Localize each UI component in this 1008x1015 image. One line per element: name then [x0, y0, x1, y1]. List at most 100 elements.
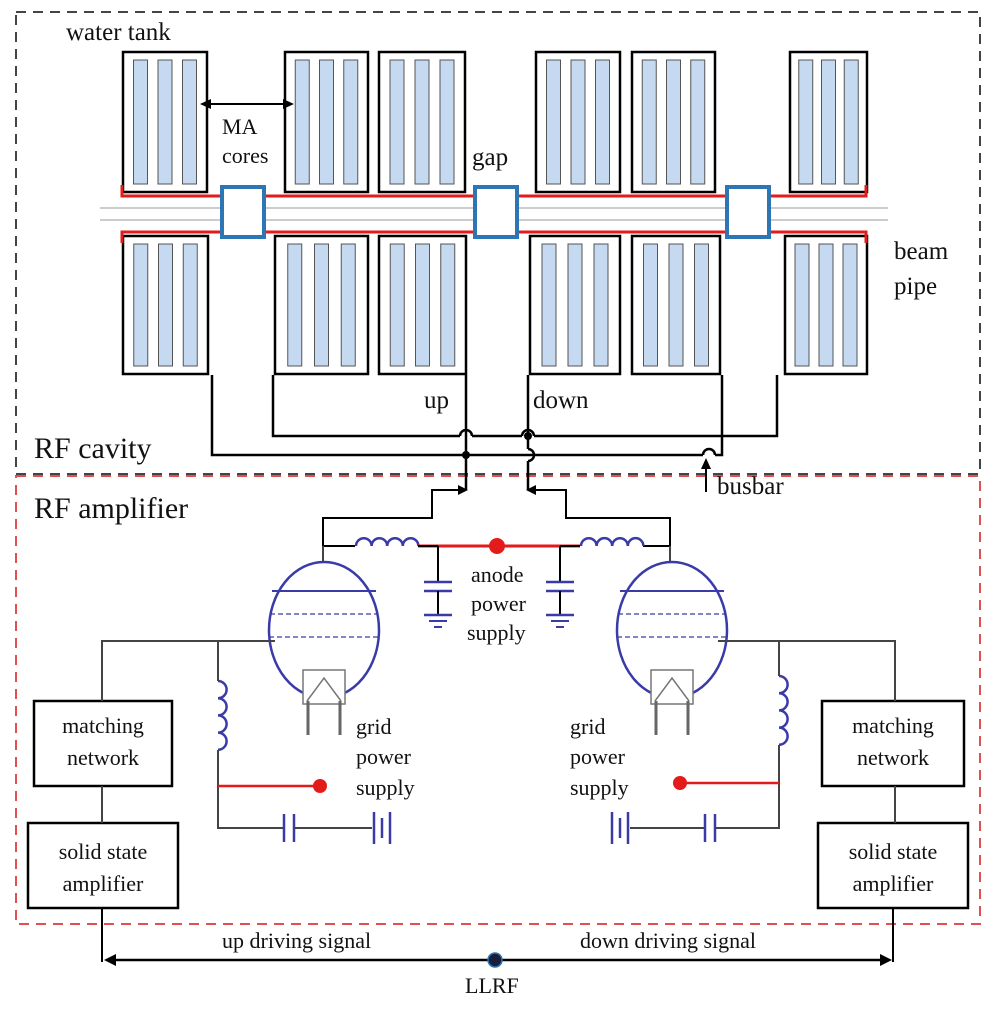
beam-pipe-label-2: pipe: [894, 273, 937, 300]
down-label: down: [533, 387, 589, 414]
ma-core: [821, 59, 836, 185]
ma-core: [133, 243, 149, 367]
llrf-label: LLRF: [465, 973, 519, 998]
ma-core: [314, 243, 329, 367]
amplifier-chain-boxes: [26, 699, 970, 910]
grid-supply-left-label-1: grid: [356, 714, 391, 739]
ma-core: [798, 59, 814, 185]
ma-core: [843, 59, 859, 185]
ma-core: [343, 59, 359, 185]
ma-core: [641, 59, 657, 185]
ma-core: [794, 243, 810, 367]
busbar-label: busbar: [717, 473, 784, 500]
grid-supply-node-right: [673, 776, 687, 790]
ma-core: [133, 59, 148, 185]
water-tank-label: water tank: [66, 19, 171, 46]
anode-inductor-right: [579, 537, 645, 547]
ma-core: [643, 243, 658, 367]
core-group-4: [534, 50, 622, 194]
ma-core: [340, 243, 356, 367]
ma-cores-label-1: MA: [222, 114, 258, 139]
matching-network-right-label-2: network: [857, 745, 929, 770]
core-group-5: [630, 50, 717, 194]
anode-power-wiring: [418, 538, 580, 582]
gap-label: gap: [472, 144, 508, 171]
grid-inductor-left: [217, 679, 228, 752]
anode-supply-label-1: anode: [471, 562, 524, 587]
grid-inductor-right: [778, 674, 789, 747]
solid-state-amplifier-left: [26, 821, 180, 910]
vacuum-tube-right: [615, 560, 729, 735]
core-group-2: [283, 50, 370, 194]
core-group-3: [377, 50, 467, 194]
ma-core: [182, 243, 198, 367]
driving-signal-line: [101, 908, 894, 968]
ssa-right-label-1: solid state: [849, 839, 938, 864]
anode-supply-node: [489, 538, 505, 554]
ma-core: [415, 243, 430, 367]
anode-inductor-left: [354, 537, 420, 547]
down-driving-signal-label: down driving signal: [580, 928, 756, 953]
core-group-1: [121, 50, 209, 194]
rf-cavity-region: [15, 11, 981, 475]
ma-core: [157, 59, 173, 185]
busbar-wiring: [210, 375, 779, 490]
ma-core: [414, 59, 430, 185]
up-label: up: [424, 387, 449, 414]
ssa-left-label-2: amplifier: [63, 871, 144, 896]
busbar-node-down: [524, 432, 532, 440]
core-group-10: [528, 234, 622, 376]
ma-core: [668, 243, 684, 367]
ma-core: [593, 243, 609, 367]
gap-right: [725, 185, 771, 239]
core-group-6: [788, 50, 869, 194]
vacuum-tubes: [267, 560, 729, 735]
ma-core-groups: [121, 50, 869, 376]
ma-core: [287, 243, 303, 367]
anode-supply-label-3: supply: [467, 620, 526, 645]
grid-supply-leads: [218, 776, 779, 793]
vacuum-tube-left: [267, 560, 381, 735]
llrf-node: [487, 952, 503, 968]
grid-supply-node-left: [313, 779, 327, 793]
matching-network-left: [32, 699, 174, 788]
busbar-arrow: [701, 458, 711, 492]
ma-core: [567, 243, 583, 367]
ma-core: [541, 243, 557, 367]
grid-supply-right-label-3: supply: [570, 775, 629, 800]
ma-core: [666, 59, 681, 185]
matching-network-left-label-1: matching: [62, 713, 144, 738]
core-group-9: [377, 234, 468, 376]
ma-core: [389, 243, 405, 367]
ssa-left-label-1: solid state: [59, 839, 148, 864]
core-group-11: [630, 234, 722, 376]
ma-core: [182, 59, 197, 185]
core-group-12: [783, 234, 869, 376]
anode-supply-label-2: power: [471, 591, 527, 616]
amplifier-wiring: [101, 640, 896, 829]
rf-amplifier-region: [15, 475, 981, 925]
core-group-8: [273, 234, 370, 376]
ma-core: [546, 59, 561, 185]
grid-supply-right-label-1: grid: [570, 714, 605, 739]
core-group-7: [121, 234, 210, 376]
busbar-node-up: [462, 451, 470, 459]
capacitors: [282, 580, 717, 844]
rf-cavity-label: RF cavity: [34, 432, 152, 465]
ma-core: [439, 59, 455, 185]
grid-supply-left-label-2: power: [356, 744, 412, 769]
ma-core: [694, 243, 709, 367]
matching-network-right-label-1: matching: [852, 713, 934, 738]
inductors: [217, 537, 789, 752]
rf-amplifier-label: RF amplifier: [34, 492, 188, 525]
matching-network-right: [820, 699, 966, 788]
ma-core: [389, 59, 405, 185]
ma-cores-label-2: cores: [222, 143, 268, 168]
gap-left: [220, 185, 266, 239]
grid-supply-left-label-3: supply: [356, 775, 415, 800]
beam-pipe: [100, 185, 888, 243]
ma-core: [842, 243, 858, 367]
ma-cores-arrow: [200, 99, 294, 109]
ma-core: [690, 59, 706, 185]
